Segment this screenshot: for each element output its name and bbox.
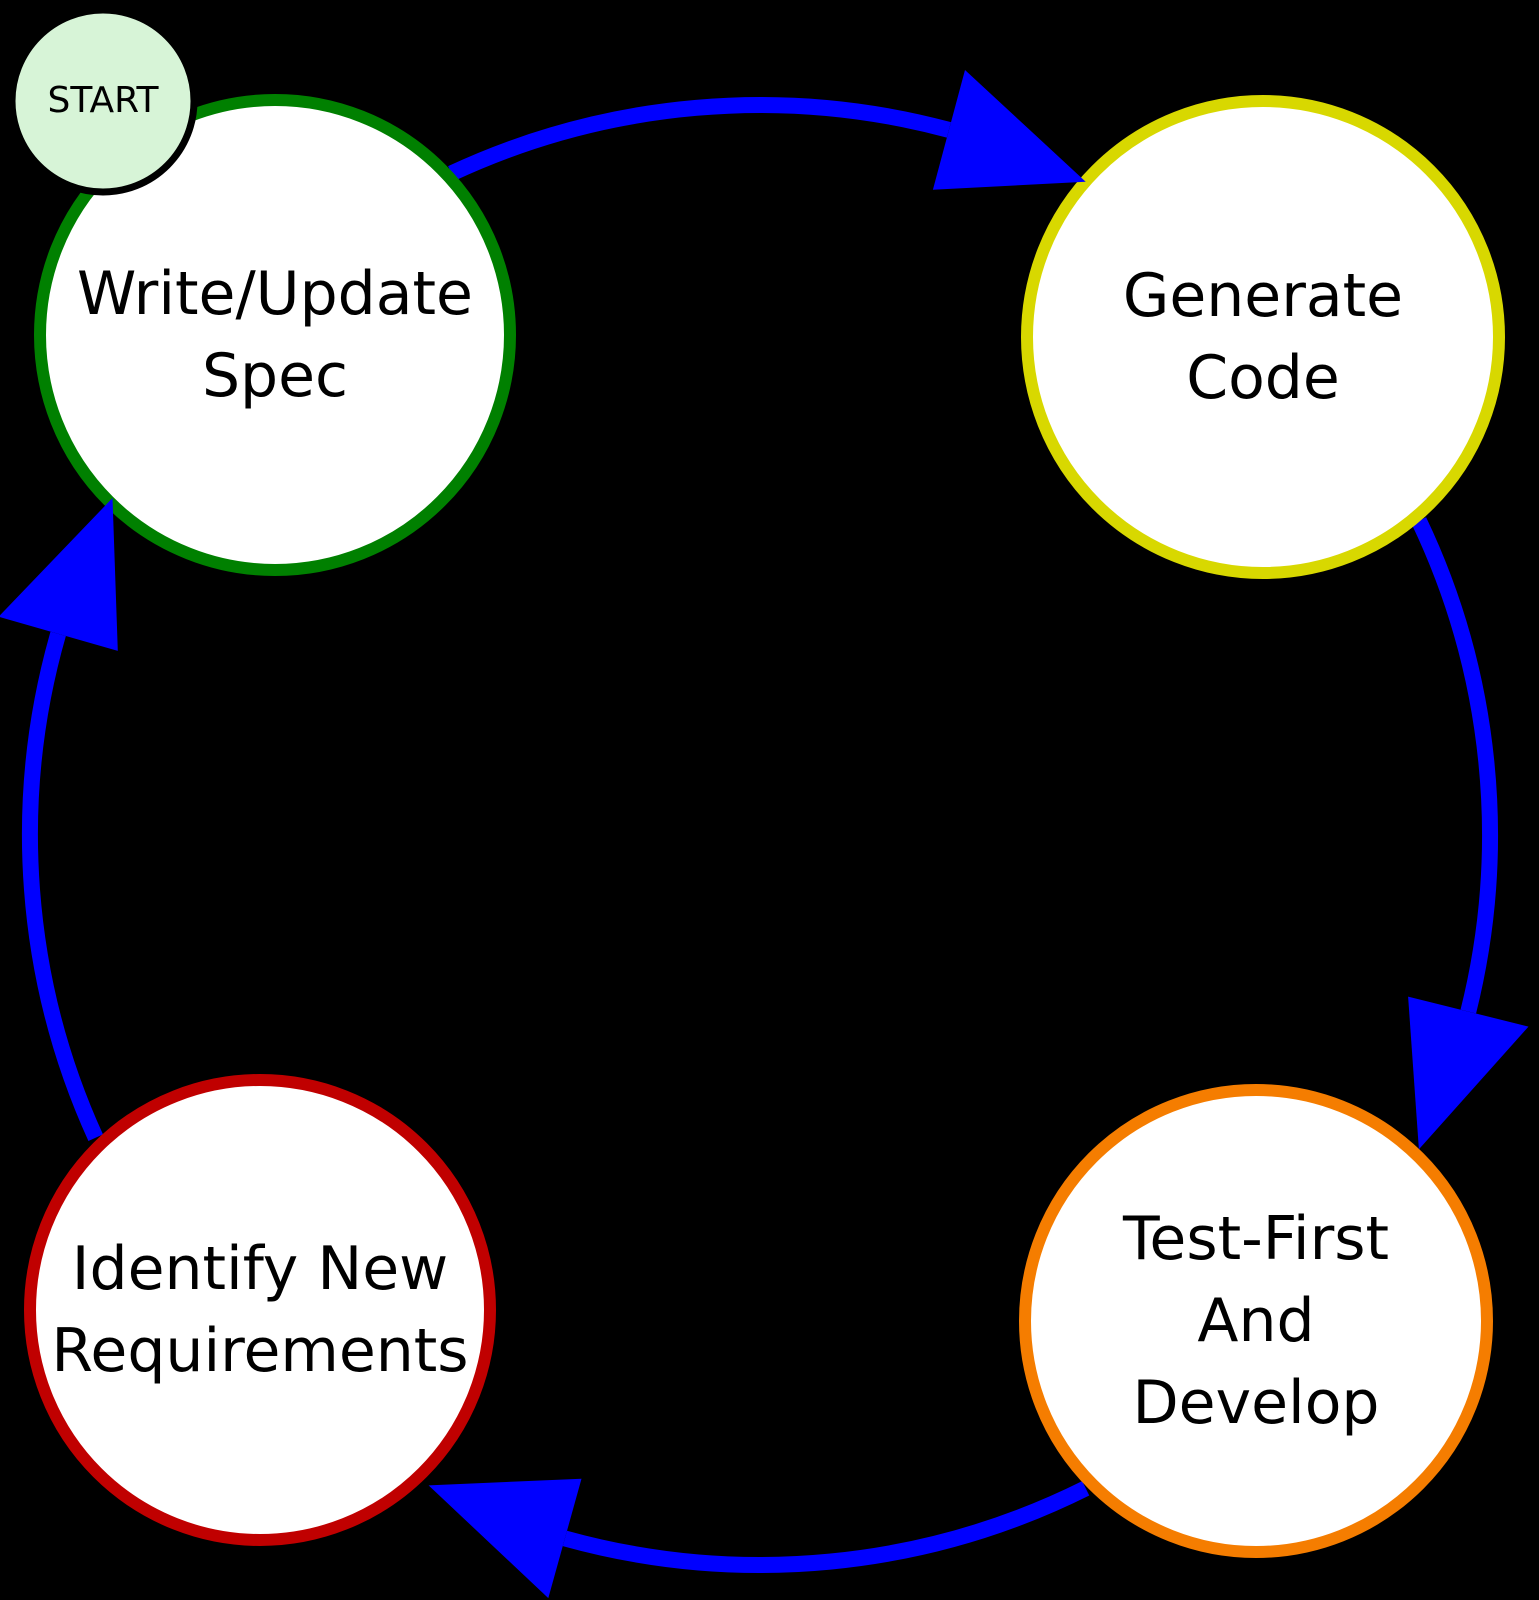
arrow-arc-test-to-requirements [562, 1481, 1090, 1573]
arrowhead-code-to-test [1408, 996, 1529, 1150]
node-circle-identify-new-requirements [24, 1074, 496, 1546]
node-circle-write-update-spec [34, 94, 516, 576]
arrowhead-test-to-requirements [428, 1478, 582, 1599]
arrowhead-requirements-to-spec [0, 498, 118, 651]
node-circle-test-first-and-develop [1019, 1084, 1493, 1558]
arrowhead-spec-to-code [932, 70, 1086, 190]
arrow-arc-code-to-test [1411, 517, 1498, 1014]
arrow-arc-spec-to-code [448, 97, 951, 181]
arrow-arc-requirements-to-spec [21, 631, 103, 1142]
node-circle-generate-code [1021, 95, 1505, 579]
start-badge-circle [8, 6, 198, 196]
